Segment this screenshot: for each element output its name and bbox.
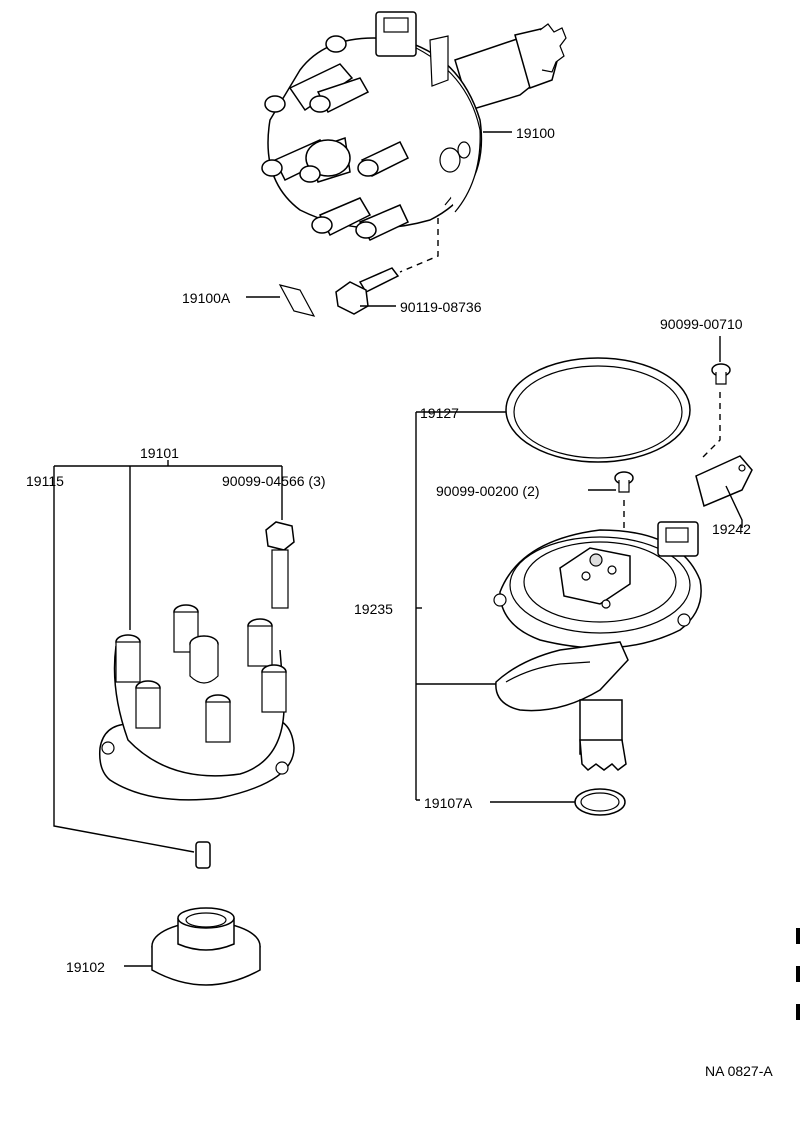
label-19101: 19101: [140, 445, 179, 461]
figure-code: NA 0827-A: [705, 1063, 773, 1079]
margin-mark: [796, 928, 800, 944]
bolt-90119-08736: [335, 267, 400, 315]
label-90099-00200: 90099-00200 (2): [436, 483, 540, 499]
label-19100: 19100: [516, 125, 555, 141]
dashed-guide-screw: [699, 392, 721, 461]
margin-mark: [796, 966, 800, 982]
screw-90099-00200: [614, 471, 634, 493]
label-90099-04566: 90099-04566 (3): [222, 473, 326, 489]
label-19127: 19127: [420, 405, 459, 421]
label-19242: 19242: [712, 521, 751, 537]
label-19115: 19115: [26, 473, 64, 489]
distributor-cap-19101: [98, 604, 295, 801]
leader-19242: [725, 485, 743, 528]
label-19100A: 19100A: [182, 290, 231, 306]
rotor-19102: [151, 907, 261, 986]
cap-towers: [261, 35, 410, 241]
label-19235: 19235: [354, 601, 393, 617]
leader-19107A: [416, 799, 575, 803]
bolt-90099-04566: [265, 521, 295, 609]
housing-19235: [493, 521, 702, 771]
leader-19115: [53, 466, 195, 853]
label-90099-00710: 90099-00710: [660, 316, 743, 332]
dashed-guide-bolt: [399, 218, 439, 273]
label-19102: 19102: [66, 959, 105, 975]
o-ring-19107A: [574, 788, 626, 816]
distributor-assembly: [261, 11, 567, 241]
label-90119-08736: 90119-08736: [400, 299, 482, 315]
o-ring-19127: [505, 357, 691, 463]
carbon-19115: [195, 841, 211, 869]
bracket-19242: [695, 455, 753, 508]
label-plate-19100A: [278, 284, 316, 317]
label-19107A: 19107A: [424, 795, 473, 811]
screw-90099-00710: [711, 363, 731, 385]
margin-mark: [796, 1004, 800, 1020]
